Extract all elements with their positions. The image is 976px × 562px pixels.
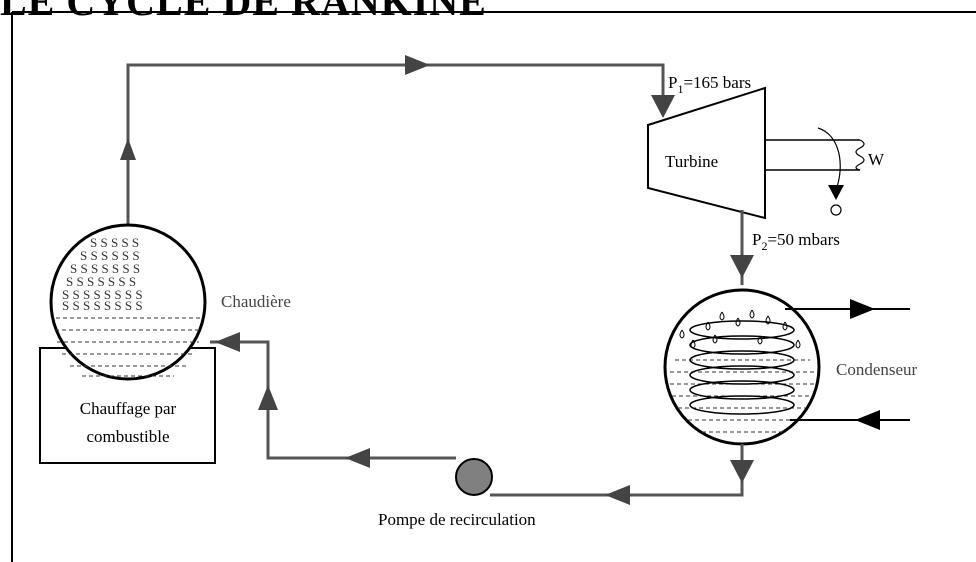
feedwater-pipe: [210, 340, 456, 460]
arrow-left-cooling-in: [855, 410, 880, 430]
svg-text:S S S S S S S S: S S S S S S S S: [62, 298, 143, 313]
arrow-left-feedwater: [345, 448, 370, 468]
shaft-break: [855, 139, 865, 171]
arrow-up-boiler-outlet: [120, 138, 136, 160]
heater-label-line2: combustible: [86, 427, 169, 446]
svg-text:S S S S S S S: S S S S S S S: [70, 261, 140, 276]
turbine: [647, 86, 766, 220]
rotation-arrow: [817, 127, 841, 191]
pump-label: Pompe de recirculation: [378, 510, 536, 529]
turbine-label: Turbine: [665, 152, 718, 171]
arrow-left-boiler-inlet: [215, 332, 240, 352]
arrow-right-cooling-out: [850, 299, 875, 319]
condensate-pipe: [490, 444, 744, 497]
arrow-up-feedwater: [258, 385, 278, 410]
svg-text:S S S S S S S: S S S S S S S: [66, 274, 136, 289]
p1-label: P1=165 bars: [668, 73, 751, 96]
rotation-arrowhead: [828, 185, 844, 200]
arrow-down-exhaust: [730, 255, 754, 278]
arrow-right-steam: [405, 55, 430, 75]
boiler-steam: S S S S S S S S S S S S S S S S S S S S …: [62, 235, 143, 313]
heater-label-line1: Chauffage par: [80, 399, 177, 418]
condenser-coil: [689, 320, 795, 415]
pump: [455, 458, 493, 496]
svg-text:S S S S S S S S: S S S S S S S S: [62, 287, 143, 302]
steam-pipe: [126, 63, 665, 225]
work-label: W: [868, 150, 885, 169]
condensate-droplets: [679, 309, 801, 349]
boiler-liquid: [55, 317, 201, 377]
condenser-label: Condenseur: [836, 360, 918, 379]
boiler-label: Chaudière: [221, 292, 291, 311]
arrow-down-condensate: [730, 460, 754, 483]
arrow-left-condensate: [605, 485, 630, 505]
arrow-down-turbine-inlet: [651, 95, 675, 118]
boiler-drum: [49, 223, 207, 381]
p2-label: P2=50 mbars: [752, 230, 840, 253]
svg-text:S S S S S S: S S S S S S: [80, 248, 140, 263]
omega-icon: [830, 204, 842, 216]
svg-text:S S S S S: S S S S S: [90, 235, 139, 250]
